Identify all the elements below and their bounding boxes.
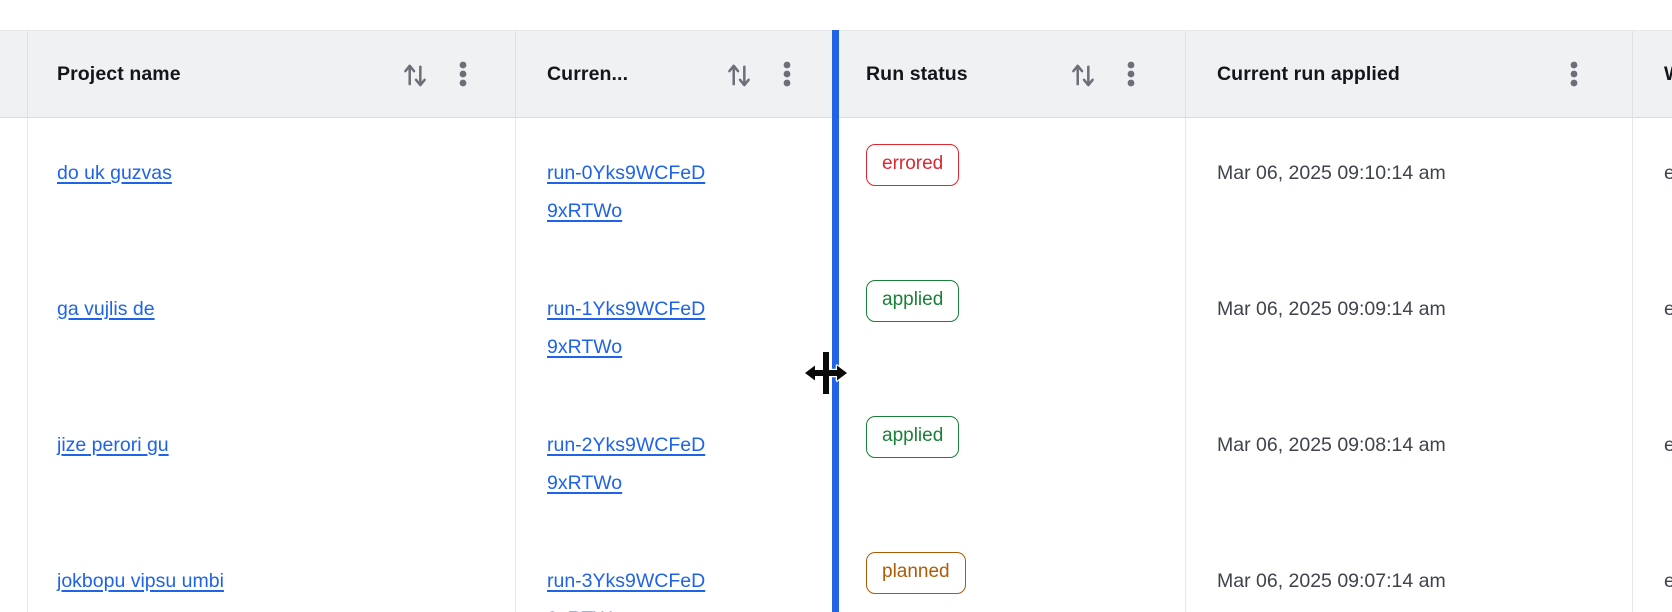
column-header-clipped[interactable]: W [1633, 31, 1672, 117]
row-spacer-cell [0, 118, 28, 254]
run-applied-cell: Mar 06, 2025 09:09:14 am [1186, 254, 1633, 390]
run-status-cell: planned [836, 526, 1186, 612]
applied-timestamp: Mar 06, 2025 09:07:14 am [1217, 570, 1446, 592]
run-applied-cell: Mar 06, 2025 09:10:14 am [1186, 118, 1633, 254]
project-cell: jize perori gu [28, 390, 516, 526]
clipped-cell: e [1633, 118, 1672, 254]
project-link[interactable]: do uk guzvas [57, 162, 172, 184]
column-menu-icon[interactable] [1570, 60, 1578, 88]
status-badge: errored [866, 144, 960, 186]
column-header-project-name[interactable]: Project name [28, 31, 516, 117]
clipped-cell: e [1633, 526, 1672, 612]
sort-icon[interactable] [402, 60, 429, 89]
column-label: Curren... [547, 62, 629, 85]
project-cell: jokbopu vipsu umbi [28, 526, 516, 612]
run-status-cell: applied [836, 254, 1186, 390]
run-status-cell: errored [836, 118, 1186, 254]
column-label: W [1664, 63, 1672, 86]
applied-timestamp: Mar 06, 2025 09:09:14 am [1217, 298, 1446, 320]
run-link[interactable]: run-3Yks9WCFeD9xRTWo [547, 570, 706, 612]
project-cell: do uk guzvas [28, 118, 516, 254]
column-menu-icon[interactable] [1127, 60, 1135, 88]
clipped-text: e [1664, 434, 1672, 456]
sort-icon[interactable] [1070, 60, 1097, 89]
applied-timestamp: Mar 06, 2025 09:08:14 am [1217, 434, 1446, 456]
run-applied-cell: Mar 06, 2025 09:07:14 am [1186, 526, 1633, 612]
current-run-cell: run-3Yks9WCFeD9xRTWo [516, 526, 836, 612]
column-label: Current run applied [1217, 62, 1400, 85]
column-header-current-run-applied[interactable]: Current run applied [1186, 31, 1633, 117]
run-applied-cell: Mar 06, 2025 09:08:14 am [1186, 390, 1633, 526]
clipped-text: e [1664, 162, 1672, 184]
run-status-cell: applied [836, 390, 1186, 526]
column-label: Run status [866, 62, 968, 85]
column-resize-line[interactable] [832, 30, 839, 612]
applied-timestamp: Mar 06, 2025 09:10:14 am [1217, 162, 1446, 184]
status-badge: planned [866, 552, 966, 594]
column-header-run-status[interactable]: Run status [836, 31, 1186, 117]
project-link[interactable]: ga vujlis de [57, 298, 155, 320]
row-spacer-cell [0, 390, 28, 526]
status-badge: applied [866, 280, 960, 322]
clipped-cell: e [1633, 254, 1672, 390]
clipped-cell: e [1633, 390, 1672, 526]
clipped-text: e [1664, 298, 1672, 320]
header-spacer-cell [0, 31, 28, 117]
column-menu-icon[interactable] [783, 60, 791, 88]
row-spacer-cell [0, 254, 28, 390]
column-label: Project name [57, 62, 181, 85]
project-link[interactable]: jize perori gu [57, 434, 169, 456]
column-menu-icon[interactable] [459, 60, 467, 88]
row-spacer-cell [0, 526, 28, 612]
status-badge: applied [866, 416, 960, 458]
project-cell: ga vujlis de [28, 254, 516, 390]
project-link[interactable]: jokbopu vipsu umbi [57, 570, 224, 592]
column-header-current-run[interactable]: Curren... [516, 31, 836, 117]
clipped-text: e [1664, 570, 1672, 592]
sort-icon[interactable] [726, 60, 753, 89]
